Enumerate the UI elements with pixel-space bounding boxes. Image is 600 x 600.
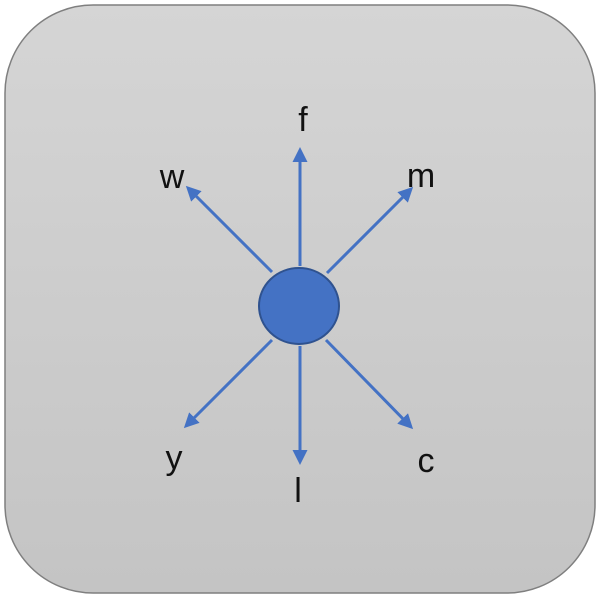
arrow-up-right [325, 186, 414, 275]
label-up: f [298, 101, 308, 139]
label-up-left: w [159, 158, 185, 196]
label-down-left: y [166, 439, 183, 477]
label-up-right: m [407, 157, 435, 195]
arrow-down-left [183, 338, 274, 429]
arrows [183, 147, 414, 465]
arrow-up-left [185, 185, 274, 274]
center-node [258, 267, 340, 345]
arrow-down-right [324, 338, 414, 430]
label-down-right: c [418, 442, 435, 480]
label-down: l [294, 472, 302, 510]
